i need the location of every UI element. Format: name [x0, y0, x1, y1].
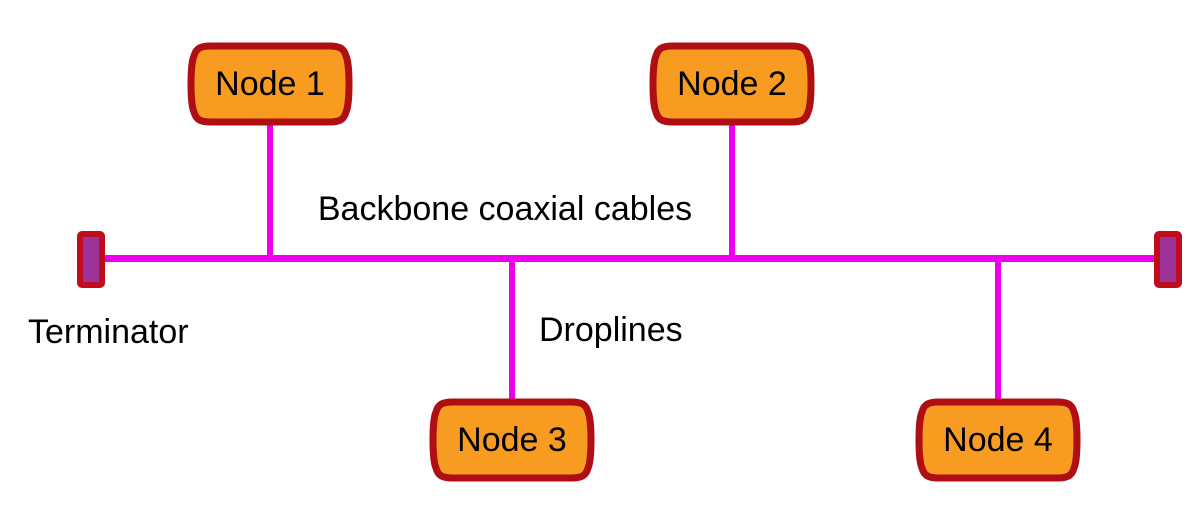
- node-shape-icon: [649, 42, 815, 126]
- dropline-node-2: [729, 115, 735, 258]
- backbone-cable-line: [95, 255, 1160, 262]
- node-2: Node 2: [647, 42, 817, 126]
- node-shape-icon: [429, 398, 595, 482]
- node-shape-icon: [915, 398, 1081, 482]
- terminator-left: [77, 231, 105, 288]
- node-4-label: Node 4: [943, 420, 1053, 459]
- node-3: Node 3: [427, 398, 597, 482]
- node-1: Node 1: [185, 42, 355, 126]
- dropline-node-4: [995, 258, 1001, 403]
- node-1-label: Node 1: [215, 64, 325, 103]
- droplines-label: Droplines: [539, 311, 683, 349]
- node-shape-icon: [187, 42, 353, 126]
- backbone-cables-label: Backbone coaxial cables: [317, 190, 693, 228]
- dropline-node-1: [267, 115, 273, 258]
- dropline-node-3: [509, 258, 515, 403]
- node-3-label: Node 3: [457, 420, 567, 459]
- node-2-label: Node 2: [677, 64, 787, 103]
- terminator-label: Terminator: [28, 313, 189, 351]
- terminator-right: [1154, 231, 1182, 288]
- node-4: Node 4: [913, 398, 1083, 482]
